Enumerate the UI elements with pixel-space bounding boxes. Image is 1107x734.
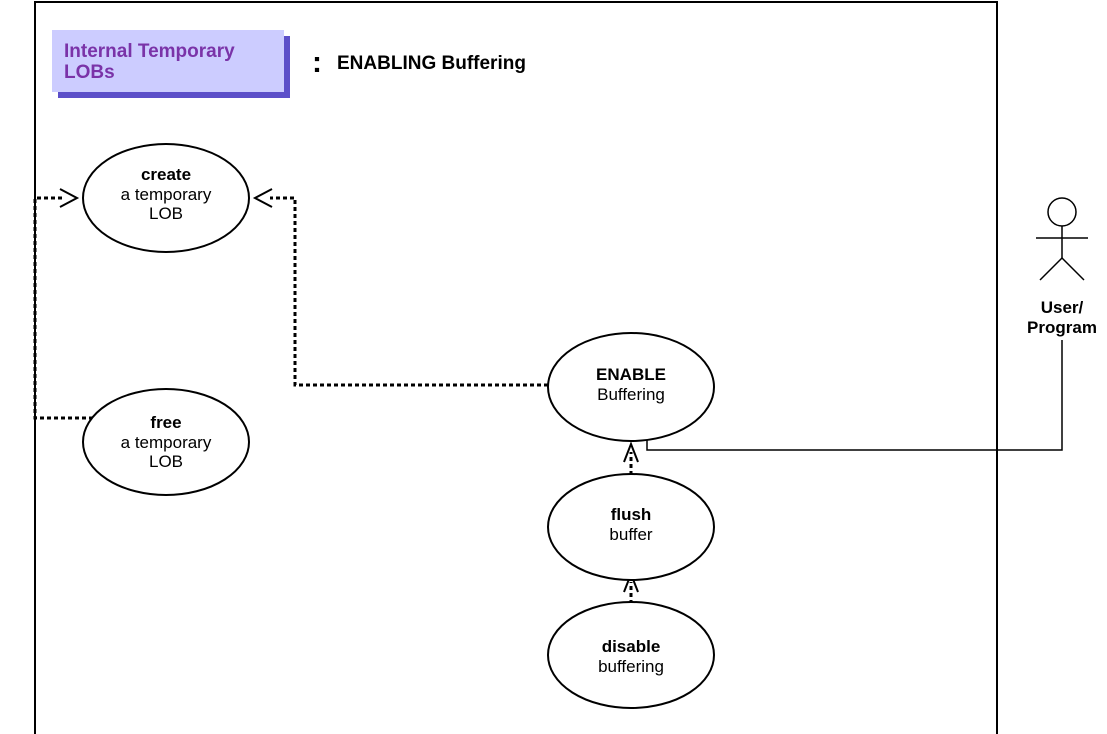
use-case-free-line3: LOB xyxy=(149,452,183,471)
actor-association-line xyxy=(646,340,1063,451)
use-case-flush-line2: buffer xyxy=(609,525,653,544)
stick-figure-icon xyxy=(1036,197,1088,281)
use-case-ellipse xyxy=(82,143,250,253)
use-case-flush[interactable]: flush buffer xyxy=(547,473,715,581)
arrowhead-left-create xyxy=(59,188,80,208)
badge-box xyxy=(52,30,284,92)
use-case-free-bold: free xyxy=(150,413,181,432)
arrowhead-enable xyxy=(623,441,639,463)
actor-label-line1: User/ xyxy=(1041,298,1084,317)
title-separator: : xyxy=(312,46,322,79)
use-case-ellipse xyxy=(547,601,715,709)
use-case-create-bold: create xyxy=(141,165,191,184)
diagram-frame xyxy=(34,1,998,734)
use-case-create-line2: a temporary xyxy=(121,185,212,204)
use-case-ellipse xyxy=(547,332,715,442)
badge-line1: Internal Temporary xyxy=(64,41,235,62)
use-case-disable-line2: buffering xyxy=(598,657,664,676)
use-case-create[interactable]: create a temporary LOB xyxy=(82,143,250,253)
page-title: ENABLING Buffering xyxy=(337,53,526,74)
use-case-free[interactable]: free a temporary LOB xyxy=(82,388,250,496)
use-case-free-line2: a temporary xyxy=(121,433,212,452)
enable-to-create-line xyxy=(270,196,548,387)
dependency-lines xyxy=(33,196,633,604)
actor-user-program[interactable]: User/ Program xyxy=(1027,197,1097,337)
use-case-flush-bold: flush xyxy=(611,505,652,524)
use-case-enable-line2: Buffering xyxy=(597,385,665,404)
badge-line2: LOBs xyxy=(64,62,115,83)
actor-label-line2: Program xyxy=(1027,318,1097,337)
use-case-ellipse xyxy=(82,388,250,496)
use-case-enable[interactable]: ENABLE Buffering xyxy=(547,332,715,442)
use-case-ellipse xyxy=(547,473,715,581)
use-case-enable-bold: ENABLE xyxy=(596,365,666,384)
use-case-create-line3: LOB xyxy=(149,204,183,223)
header-badge: Internal Temporary LOBs xyxy=(52,30,290,98)
use-case-disable[interactable]: disable buffering xyxy=(547,601,715,709)
use-case-disable-bold: disable xyxy=(602,637,661,656)
free-to-create-line xyxy=(33,196,93,420)
arrowhead-right-create xyxy=(252,188,273,208)
